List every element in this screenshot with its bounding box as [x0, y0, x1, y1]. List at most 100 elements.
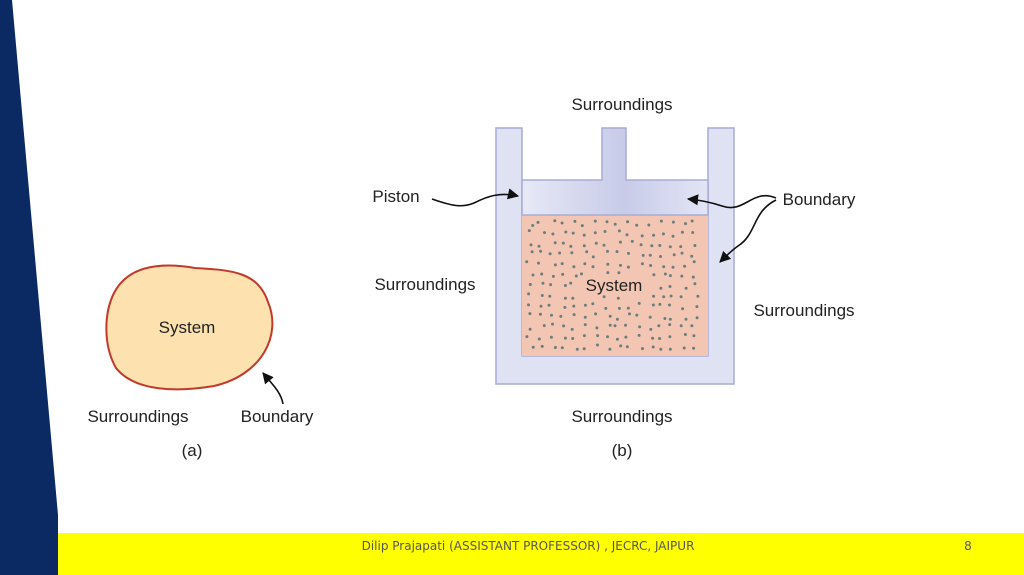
gas-particle [681, 307, 685, 311]
gas-particle [540, 344, 544, 348]
gas-particle [668, 335, 672, 339]
gas-particle [624, 335, 628, 339]
gas-particle [582, 233, 586, 237]
gas-particle [563, 296, 567, 300]
gas-particle [580, 224, 584, 228]
footer-bar [58, 533, 1024, 575]
gas-particle [603, 230, 607, 233]
gas-particle [570, 327, 574, 331]
boundary-label-a: Boundary [241, 407, 314, 426]
gas-particle [661, 232, 665, 236]
gas-particle [608, 347, 612, 351]
gas-particle [626, 306, 630, 310]
gas-particle [668, 303, 671, 307]
gas-particle [551, 322, 554, 326]
gas-particle [527, 303, 530, 307]
gas-particle [606, 271, 610, 275]
gas-particle [618, 240, 622, 244]
gas-particle [583, 262, 587, 266]
gas-particle [691, 231, 695, 234]
gas-particle [637, 301, 641, 305]
gas-particle [684, 317, 688, 321]
gas-particle [650, 244, 654, 248]
caption-a: (a) [182, 441, 203, 460]
gas-particle [663, 317, 667, 320]
gas-particle [672, 253, 676, 257]
gas-particle [635, 223, 639, 227]
gas-particle [537, 337, 541, 341]
gas-particle [693, 244, 697, 247]
gas-particle [561, 241, 565, 245]
gas-particle [582, 244, 586, 248]
gas-particle [583, 323, 587, 327]
gas-particle [617, 271, 621, 275]
gas-particle [549, 283, 553, 287]
gas-particle [658, 337, 662, 340]
gas-particle [595, 326, 599, 330]
gas-particle [531, 345, 535, 349]
side-bar [0, 0, 58, 575]
gas-particle [662, 295, 666, 299]
gas-particle [562, 324, 566, 328]
gas-particle [691, 275, 695, 279]
gas-particle [560, 346, 564, 350]
gas-particle [553, 241, 557, 245]
gas-particle [615, 317, 619, 321]
gas-particle [538, 312, 542, 316]
gas-particle [671, 265, 675, 269]
gas-particle [549, 335, 553, 339]
gas-particle [625, 345, 629, 349]
gas-particle [628, 312, 631, 316]
gas-particle [695, 305, 699, 309]
gas-particle [624, 323, 627, 327]
gas-particle [671, 234, 675, 238]
gas-particle [551, 274, 555, 278]
gas-particle [540, 272, 544, 276]
gas-particle [564, 230, 568, 234]
gas-particle [572, 304, 576, 308]
gas-particle [570, 251, 574, 255]
gas-particle [606, 262, 610, 266]
gas-particle [583, 303, 587, 307]
gas-particle [613, 324, 617, 328]
gas-particle [540, 294, 544, 297]
gas-particle [594, 241, 598, 245]
gas-particle [637, 333, 641, 337]
gas-particle [668, 245, 672, 249]
boundary-arrow-piston [686, 194, 777, 209]
system-blob [105, 264, 274, 391]
gas-particle [553, 263, 557, 267]
gas-particle [651, 336, 655, 340]
gas-particle [658, 244, 662, 247]
caption-b: (b) [612, 441, 633, 460]
footer-author: Dilip Prajapati (ASSISTANT PROFESSOR) , … [362, 539, 695, 553]
gas-particle [591, 265, 595, 269]
gas-particle [617, 229, 621, 233]
gas-particle [683, 333, 687, 336]
gas-particle [594, 312, 598, 316]
gas-particle [690, 254, 694, 258]
gas-particle [593, 231, 597, 235]
boundary-arrow-wall [719, 199, 777, 263]
gas-particle [662, 265, 666, 269]
gas-particle [682, 346, 686, 350]
gas-particle [529, 243, 533, 247]
gas-particle [692, 260, 696, 264]
gas-particle [639, 243, 643, 247]
gas-particle [641, 347, 644, 351]
gas-particle [608, 314, 612, 318]
gas-particle [693, 282, 697, 286]
gas-particle [596, 343, 599, 347]
gas-particle [605, 220, 609, 224]
boundary-label-b: Boundary [783, 190, 856, 209]
gas-particle [684, 286, 688, 290]
gas-particle [659, 347, 663, 351]
gas-particle [613, 222, 617, 226]
gas-particle [641, 253, 645, 257]
piston-label: Piston [372, 187, 419, 206]
gas-particle [528, 283, 532, 286]
gas-particle [658, 302, 662, 306]
gas-particles [525, 219, 700, 351]
gas-particle [690, 324, 694, 328]
